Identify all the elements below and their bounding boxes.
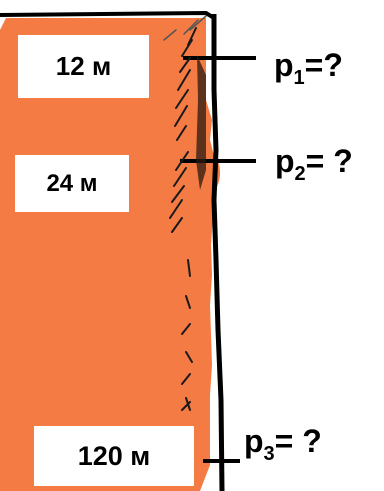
wall-hatching xyxy=(163,15,207,411)
pressure-question-p1: p1=? xyxy=(274,47,343,88)
wall-shadow xyxy=(196,55,206,190)
pressure-symbol: p xyxy=(274,47,294,83)
depth-label-12: 12 м xyxy=(18,35,149,98)
pressure-suffix: =? xyxy=(304,47,343,83)
pressure-suffix: = ? xyxy=(305,143,353,179)
pressure-suffix: = ? xyxy=(274,423,322,459)
pressure-question-p3: p3= ? xyxy=(244,423,322,464)
tank-right-wall xyxy=(211,14,225,491)
tank-top-edge xyxy=(0,10,216,20)
depth-label-120: 120 м xyxy=(34,426,194,486)
water-body xyxy=(0,18,215,491)
pressure-index: 1 xyxy=(293,67,305,89)
pressure-index: 3 xyxy=(263,443,275,465)
pressure-index: 2 xyxy=(294,163,306,185)
pressure-symbol: p xyxy=(275,143,295,179)
depth-label-24: 24 м xyxy=(15,155,129,212)
pressure-question-p2: p2= ? xyxy=(275,143,353,184)
pressure-symbol: p xyxy=(244,423,264,459)
notch xyxy=(0,18,6,30)
